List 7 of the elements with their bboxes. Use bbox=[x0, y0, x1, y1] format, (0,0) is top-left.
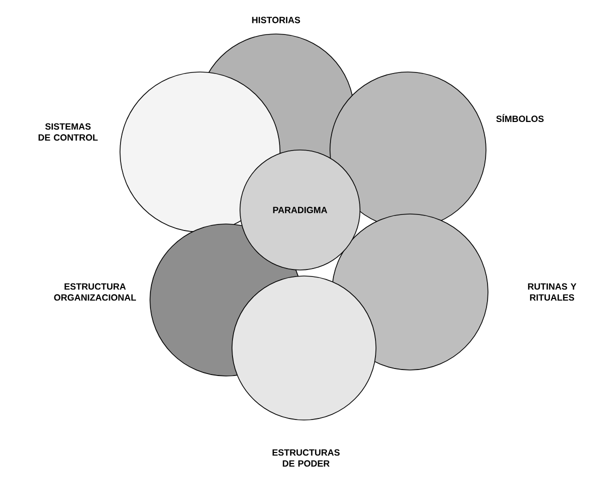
circle-label: ESTRUCTURAS DE PODER bbox=[272, 449, 340, 467]
circle-label: HISTORIAS bbox=[252, 16, 300, 24]
circle-label: RUTINAS Y RITUALES bbox=[528, 283, 576, 301]
circle-label: SÍMBOLOS bbox=[496, 114, 544, 122]
circle-label: ESTRUCTURA ORGANIZACIONAL bbox=[54, 283, 136, 301]
circle-label: PARADIGMA bbox=[273, 206, 328, 214]
circle-label: SISTEMAS DE CONTROL bbox=[38, 123, 98, 141]
